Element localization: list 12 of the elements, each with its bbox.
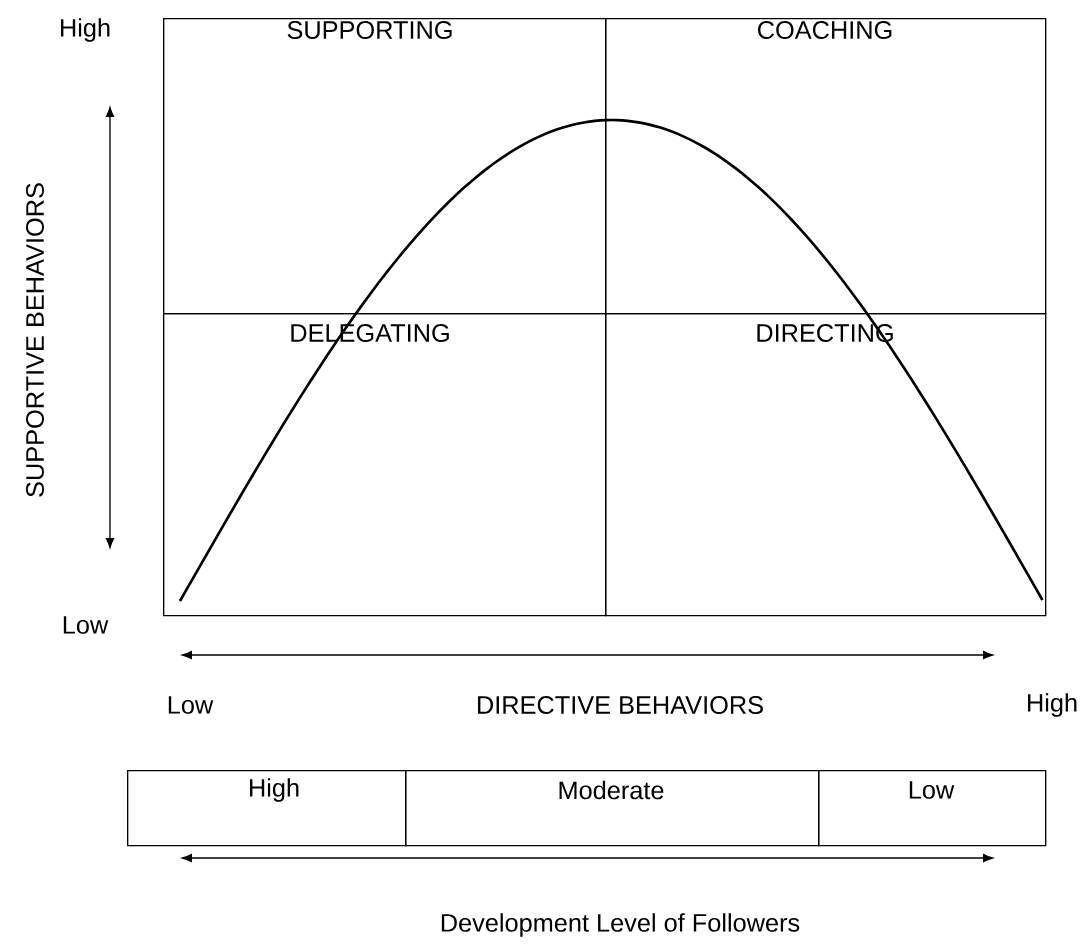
level-cell: Moderate [405, 770, 820, 847]
quadrant-box: SUPPORTING [163, 18, 607, 315]
level-cell: Low [818, 770, 1047, 847]
level-cell: High [127, 770, 407, 847]
axis-title: DIRECTIVE BEHAVIORS [478, 696, 763, 714]
axis-end-label: Low [168, 696, 214, 714]
axis-title: Development Level of Followers [441, 913, 800, 937]
axis-end-label: High [61, 18, 110, 42]
axis-end-label: High [1028, 693, 1077, 717]
axis-title: SUPPORTIVE BEHAVIORS [26, 183, 44, 497]
quadrant-box: COACHING [605, 18, 1047, 315]
axis-end-label: Low [63, 616, 109, 634]
